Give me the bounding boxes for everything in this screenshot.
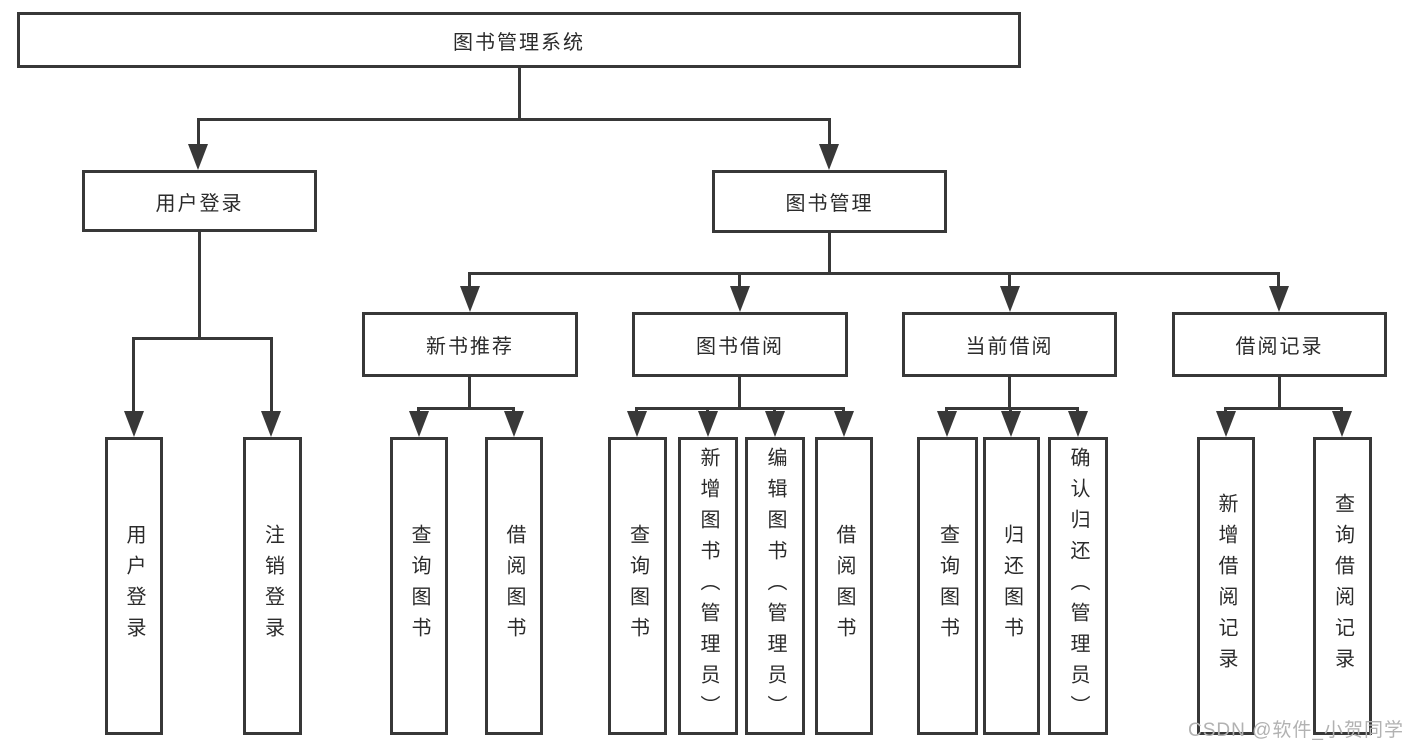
node-label: 用户登录 [155,192,244,215]
node-current-borrowing: 当前借阅 [902,312,1117,377]
node-label: 查询图书 [936,524,959,648]
connector-line [635,407,845,410]
csdn-watermark: CSDN @软件_小贺同学 [1188,720,1404,741]
leaf-recommend-borrow-book: 借阅图书 [485,437,543,735]
leaf-return-book: 归还图书 [983,437,1040,735]
node-label: 用户登录 [123,524,145,648]
connector-line [945,407,1079,410]
connector-line [197,118,200,148]
connector-line [132,337,273,340]
arrowhead-down-icon [698,411,718,437]
node-book-borrowing: 图书借阅 [632,312,848,377]
node-label: 借阅图书 [833,524,855,648]
connector-line [468,272,471,288]
node-label: 当前借阅 [965,336,1054,358]
connector-line [270,337,273,415]
arrowhead-down-icon [1332,411,1352,437]
leaf-query-borrow-record: 查询借阅记录 [1313,437,1372,735]
connector-line [1008,377,1011,409]
connector-line [1008,272,1011,288]
node-label: 查询借阅记录 [1331,493,1354,679]
leaf-confirm-return-admin: 确认归还（管理员） [1048,437,1108,735]
node-borrowing-records: 借阅记录 [1172,312,1387,377]
arrowhead-down-icon [765,411,785,437]
connector-line [738,377,741,409]
arrowhead-down-icon [1269,286,1289,312]
node-library-management-system: 图书管理系统 [17,12,1021,68]
leaf-current-query-book: 查询图书 [917,437,978,735]
leaf-user-login: 用户登录 [105,437,163,735]
arrowhead-down-icon [504,411,524,437]
leaf-add-borrow-record: 新增借阅记录 [1197,437,1255,735]
node-label: 查询图书 [626,524,649,648]
node-label: 图书借阅 [696,336,784,358]
connector-line [1277,272,1280,288]
leaf-recommend-query-book: 查询图书 [390,437,448,735]
node-label: 归还图书 [1000,524,1023,648]
connector-line [417,407,515,410]
arrowhead-down-icon [819,144,839,170]
arrowhead-down-icon [1000,286,1020,312]
arrowhead-down-icon [1001,411,1021,437]
connector-line [468,377,471,409]
connector-line [738,272,741,288]
leaf-add-book-admin: 新增图书（管理员） [678,437,738,735]
node-label: 注销登录 [261,524,284,648]
node-label: 新书推荐 [426,336,514,358]
arrowhead-down-icon [834,411,854,437]
node-label: 新增借阅记录 [1215,493,1237,679]
arrowhead-down-icon [730,286,750,312]
leaf-logout: 注销登录 [243,437,302,735]
node-user-login: 用户登录 [82,170,317,232]
node-label: 新增图书（管理员） [697,446,719,726]
connector-line [1278,377,1281,409]
connector-line [197,118,831,121]
arrowhead-down-icon [460,286,480,312]
arrowhead-down-icon [1068,411,1088,437]
node-label: 确认归还（管理员） [1067,446,1089,726]
node-label: 图书管理系统 [453,31,585,54]
arrowhead-down-icon [409,411,429,437]
connector-line [132,337,135,415]
connector-line [828,118,831,148]
arrowhead-down-icon [937,411,957,437]
arrowhead-down-icon [188,144,208,170]
node-new-book-recommendation: 新书推荐 [362,312,578,377]
node-label: 图书管理 [785,193,874,215]
connector-line [198,232,201,339]
node-label: 借阅记录 [1235,336,1324,358]
connector-line [518,68,521,120]
arrowhead-down-icon [261,411,281,437]
node-label: 查询图书 [408,524,430,648]
leaf-edit-book-admin: 编辑图书（管理员） [745,437,805,735]
node-label: 编辑图书（管理员） [764,446,786,726]
leaf-borrowing-query-book: 查询图书 [608,437,667,735]
connector-line [1224,407,1343,410]
connector-line [468,272,1280,275]
leaf-borrowing-borrow-book: 借阅图书 [815,437,873,735]
node-book-management: 图书管理 [712,170,947,233]
arrowhead-down-icon [627,411,647,437]
node-label: 借阅图书 [503,524,525,648]
arrowhead-down-icon [124,411,144,437]
connector-line [828,233,831,274]
arrowhead-down-icon [1216,411,1236,437]
